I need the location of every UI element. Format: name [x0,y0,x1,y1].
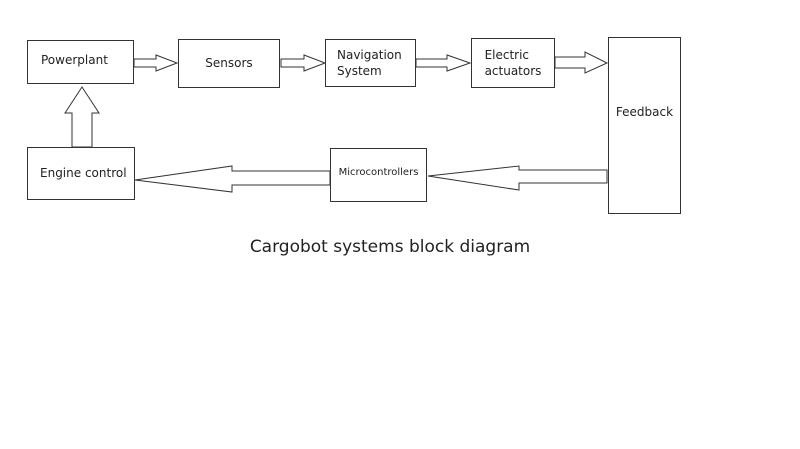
navigation-system-block: Navigation System [325,39,416,87]
engine-control-block: Engine control [27,147,135,200]
feedback-label: Feedback [615,105,674,119]
arrow-electric-to-feedback [554,51,609,74]
sensors-block: Sensors [178,39,280,88]
diagram-caption: Cargobot systems block diagram [249,237,531,257]
microcontrollers-block: Microcontrollers [330,148,427,202]
arrow-sensors-to-navigation [280,54,327,72]
arrow-powerplant-to-sensors [133,54,179,72]
electric-actuators-label: Electric actuators [484,47,542,78]
sensors-label: Sensors [205,56,253,71]
arrow-navigation-to-electric [415,54,472,72]
engine-control-label: Engine control [40,166,127,181]
arrow-engine-to-powerplant [64,86,100,148]
powerplant-block: Powerplant [27,40,134,84]
microcontrollers-label: Microcontrollers [338,167,419,178]
electric-actuators-block: Electric actuators [471,38,555,88]
arrow-micro-to-engine [134,165,331,193]
navigation-system-label: Navigation System [337,47,402,78]
powerplant-label: Powerplant [41,52,108,67]
arrow-feedback-to-micro [427,165,608,191]
feedback-block: Feedback [608,37,681,214]
